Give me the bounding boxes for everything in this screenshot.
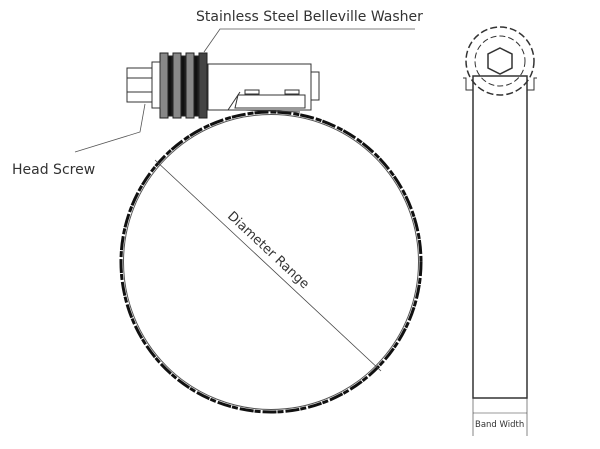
band-width-label: Band Width: [475, 420, 525, 430]
head-screw-label: Head Screw: [12, 162, 96, 178]
head-screw-leader: [74, 103, 146, 153]
washer-leader: [203, 28, 415, 53]
belleville-washers: [159, 52, 208, 119]
clamp-band-inner: [123, 114, 419, 410]
side-view: [463, 26, 537, 436]
diameter-line: [154, 159, 382, 372]
washer-label: Stainless Steel Belleville Washer: [196, 9, 423, 25]
clamp-band: [119, 110, 423, 414]
head-screw: [126, 61, 161, 109]
screw-housing: [207, 63, 320, 113]
